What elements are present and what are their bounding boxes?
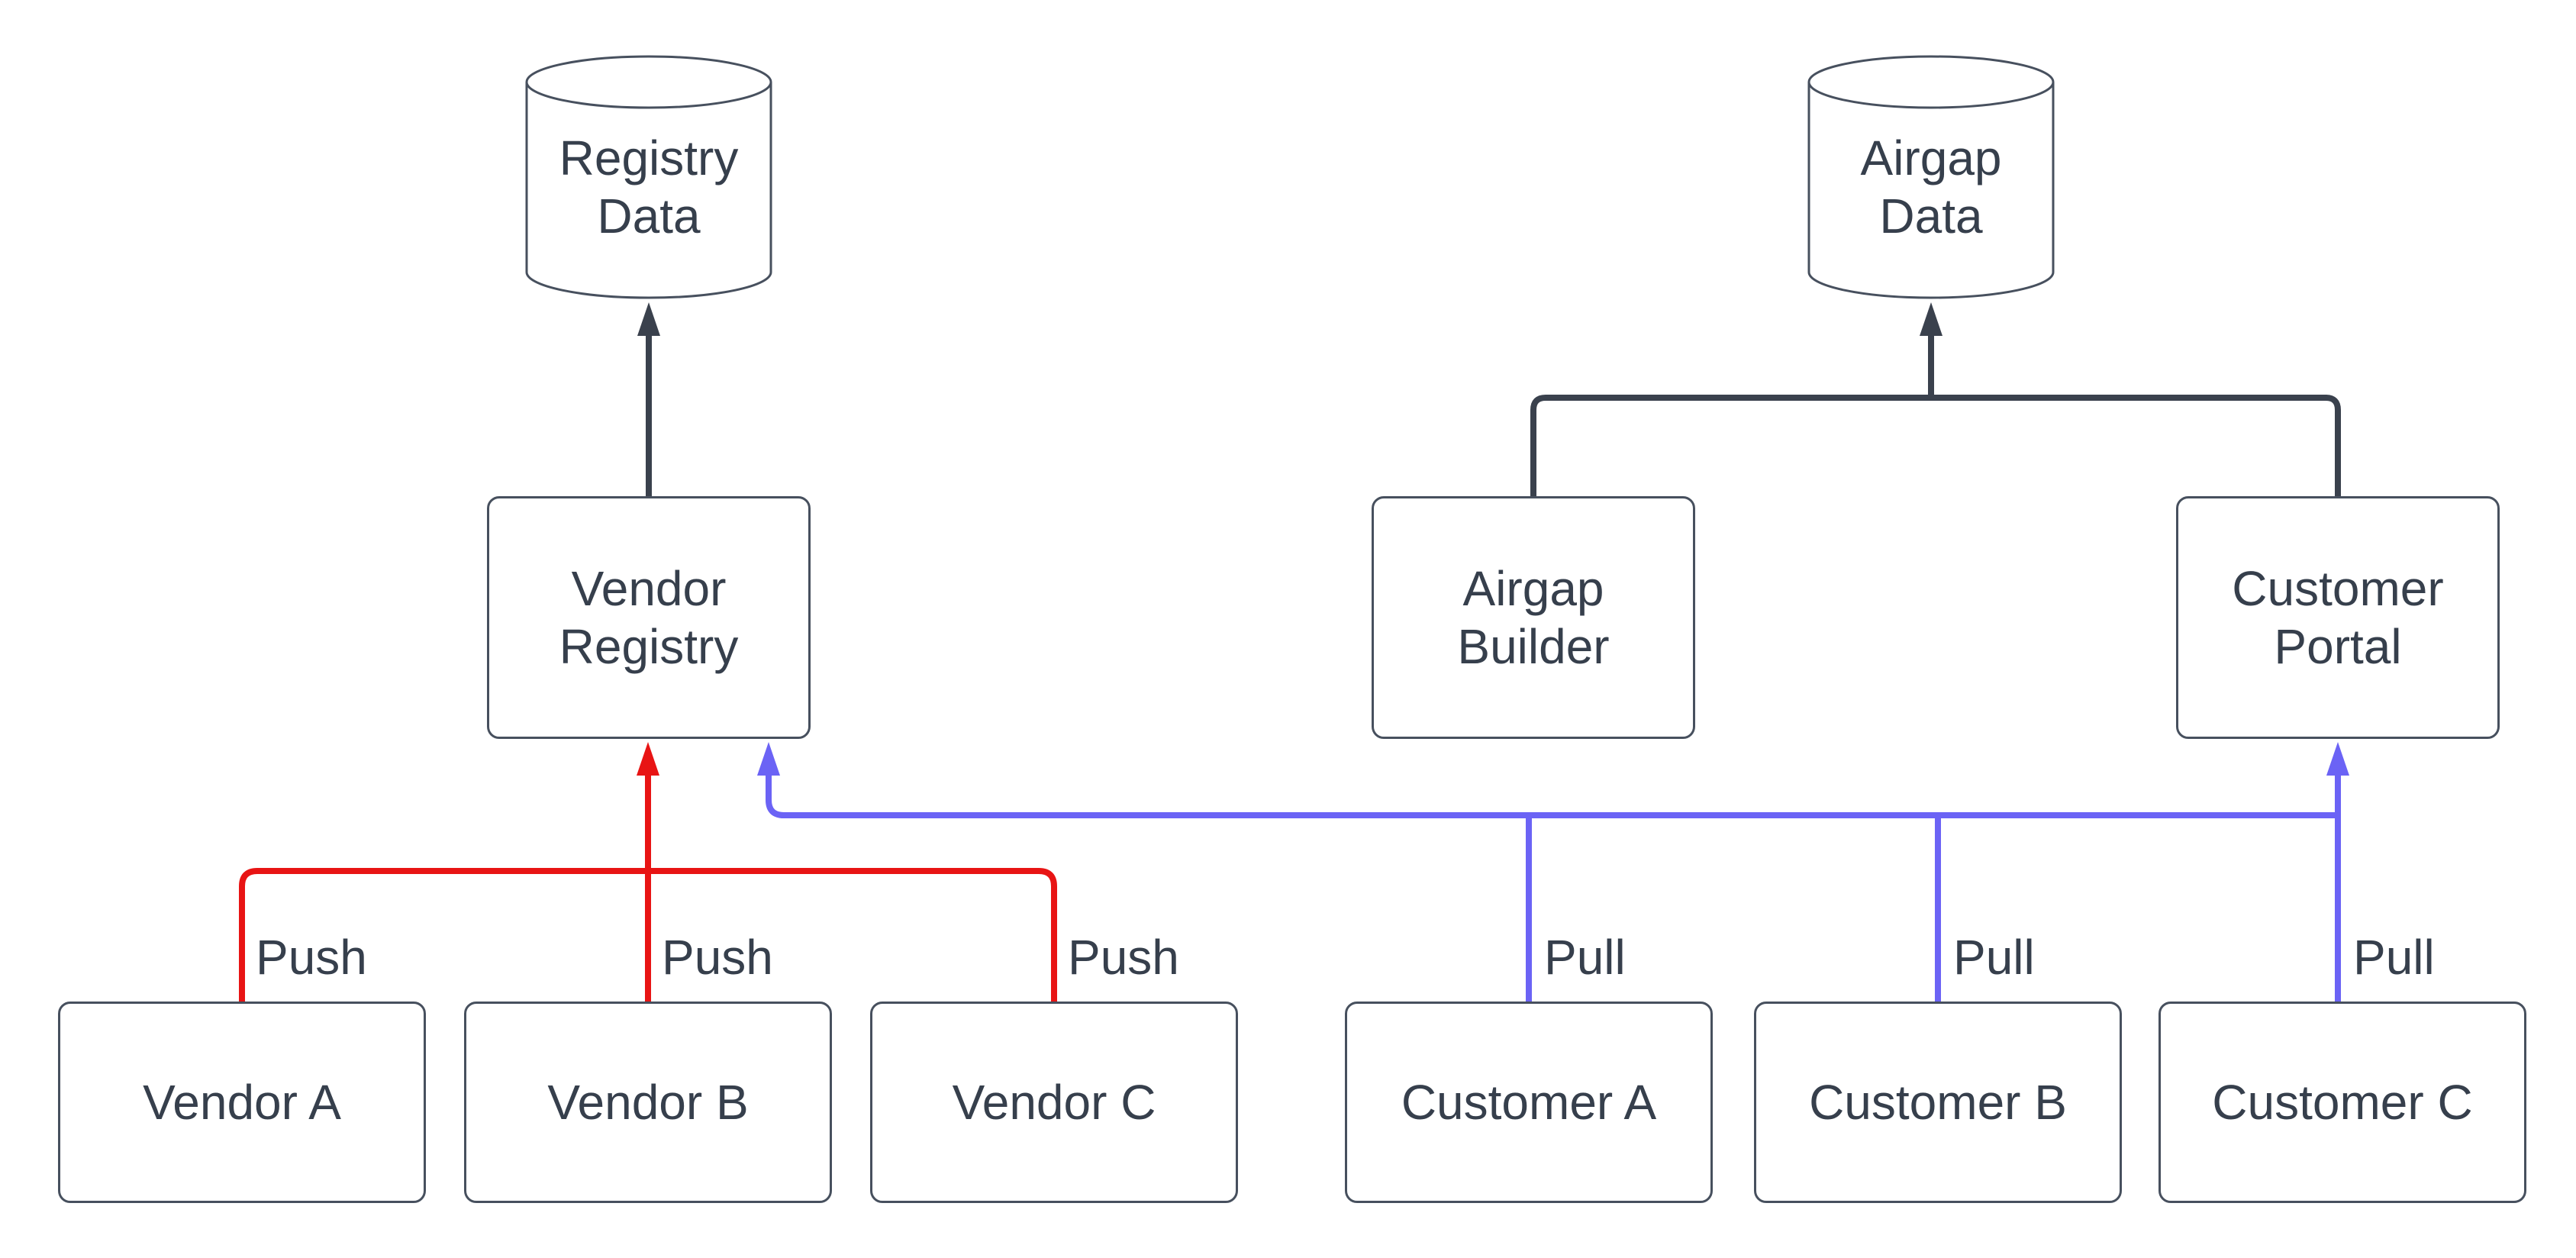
node-customer-a: Customer A [1345, 1002, 1713, 1203]
edge-label-pull-customer-c: Pull [2353, 930, 2435, 985]
node-vendor-b: Vendor B [464, 1002, 832, 1203]
cylinder-shape [525, 55, 772, 299]
node-label: Customer B [1809, 1075, 2067, 1130]
edge-customer-portal-to-merge [1931, 395, 2341, 498]
edge-pull-bus-to-vendor-registry [766, 774, 2338, 818]
edge-label-pull-customer-b: Pull [1953, 930, 2035, 985]
arrowhead-push-vendor-registry [637, 742, 659, 776]
node-label: Vendor C [952, 1075, 1156, 1130]
edge-vendor-c-push [650, 868, 1057, 1003]
edge-label-push-vendor-c: Push [1068, 930, 1179, 985]
edge-vendor-a-push [239, 868, 646, 1003]
node-label: Customer A [1401, 1075, 1657, 1130]
node-label: Vendor B [547, 1075, 749, 1130]
edge-airgap-builder-to-merge [1530, 395, 1931, 498]
cylinder-shape [1807, 55, 2055, 299]
edge-label-pull-customer-a: Pull [1544, 930, 1626, 985]
edge-label-push-vendor-a: Push [256, 930, 367, 985]
arrowhead-airgap-data [1920, 302, 1942, 336]
node-customer-c: Customer C [2158, 1002, 2526, 1203]
edge-label-push-vendor-b: Push [662, 930, 773, 985]
arrowhead-registry-data [637, 302, 660, 336]
node-label: Vendor A [143, 1075, 341, 1130]
node-customer-b: Customer B [1754, 1002, 2122, 1203]
node-vendor-c: Vendor C [870, 1002, 1238, 1203]
node-label: Customer C [2212, 1075, 2473, 1130]
arrowhead-pull-customer-portal [2326, 742, 2349, 776]
arrowhead-pull-vendor-registry [757, 742, 780, 776]
node-vendor-a: Vendor A [58, 1002, 426, 1203]
